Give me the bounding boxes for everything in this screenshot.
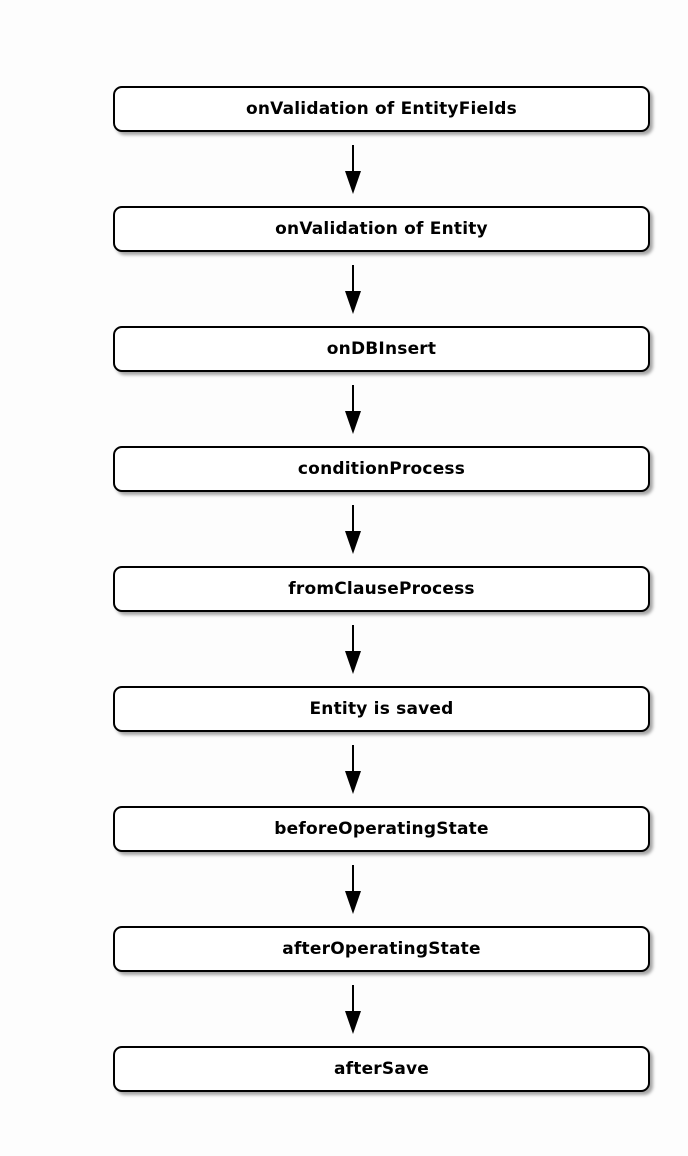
down-arrow-connector (0, 132, 688, 206)
down-arrow-connector (0, 492, 688, 566)
arrow-line (352, 985, 354, 1012)
flow-node-label: Entity is saved (309, 699, 454, 719)
flow-node-entity-is-saved: Entity is saved (113, 686, 650, 732)
flow-node-beforeoperatingstate: beforeOperatingState (113, 806, 650, 852)
down-arrow-connector (0, 852, 688, 926)
flow-node-label: fromClauseProcess (288, 579, 475, 599)
down-arrow-connector (0, 972, 688, 1046)
arrow-head-icon (345, 891, 361, 914)
down-arrow-connector (0, 372, 688, 446)
arrow-line (352, 745, 354, 772)
arrow-line (352, 865, 354, 892)
arrow-head-icon (345, 411, 361, 434)
flow-node-label: onValidation of EntityFields (246, 99, 517, 119)
flow-node-label: onDBInsert (326, 339, 437, 359)
down-arrow-connector (0, 252, 688, 326)
arrow-head-icon (345, 171, 361, 194)
flow-node-label: afterSave (333, 1059, 430, 1079)
flow-column: onValidation of EntityFields onValidatio… (0, 86, 688, 1092)
arrow-head-icon (345, 1011, 361, 1034)
arrow-line (352, 145, 354, 172)
down-arrow-connector (0, 732, 688, 806)
arrow-line (352, 505, 354, 532)
flow-node-fromclauseprocess: fromClauseProcess (113, 566, 650, 612)
arrow-line (352, 625, 354, 652)
flow-node-ondbinsert: onDBInsert (113, 326, 650, 372)
flow-node-afteroperatingstate: afterOperatingState (113, 926, 650, 972)
flow-node-onvalidation-of-entity: onValidation of Entity (113, 206, 650, 252)
flow-node-label: beforeOperatingState (274, 819, 489, 839)
arrow-line (352, 385, 354, 412)
flow-node-aftersave: afterSave (113, 1046, 650, 1092)
arrow-head-icon (345, 771, 361, 794)
flow-node-conditionprocess: conditionProcess (113, 446, 650, 492)
flow-node-onvalidation-of-entityfields: onValidation of EntityFields (113, 86, 650, 132)
flow-node-label: afterOperatingState (282, 939, 481, 959)
flow-node-label: onValidation of Entity (275, 219, 488, 239)
arrow-head-icon (345, 651, 361, 674)
down-arrow-connector (0, 612, 688, 686)
arrow-head-icon (345, 291, 361, 314)
flow-node-label: conditionProcess (297, 459, 466, 479)
arrow-line (352, 265, 354, 292)
arrow-head-icon (345, 531, 361, 554)
